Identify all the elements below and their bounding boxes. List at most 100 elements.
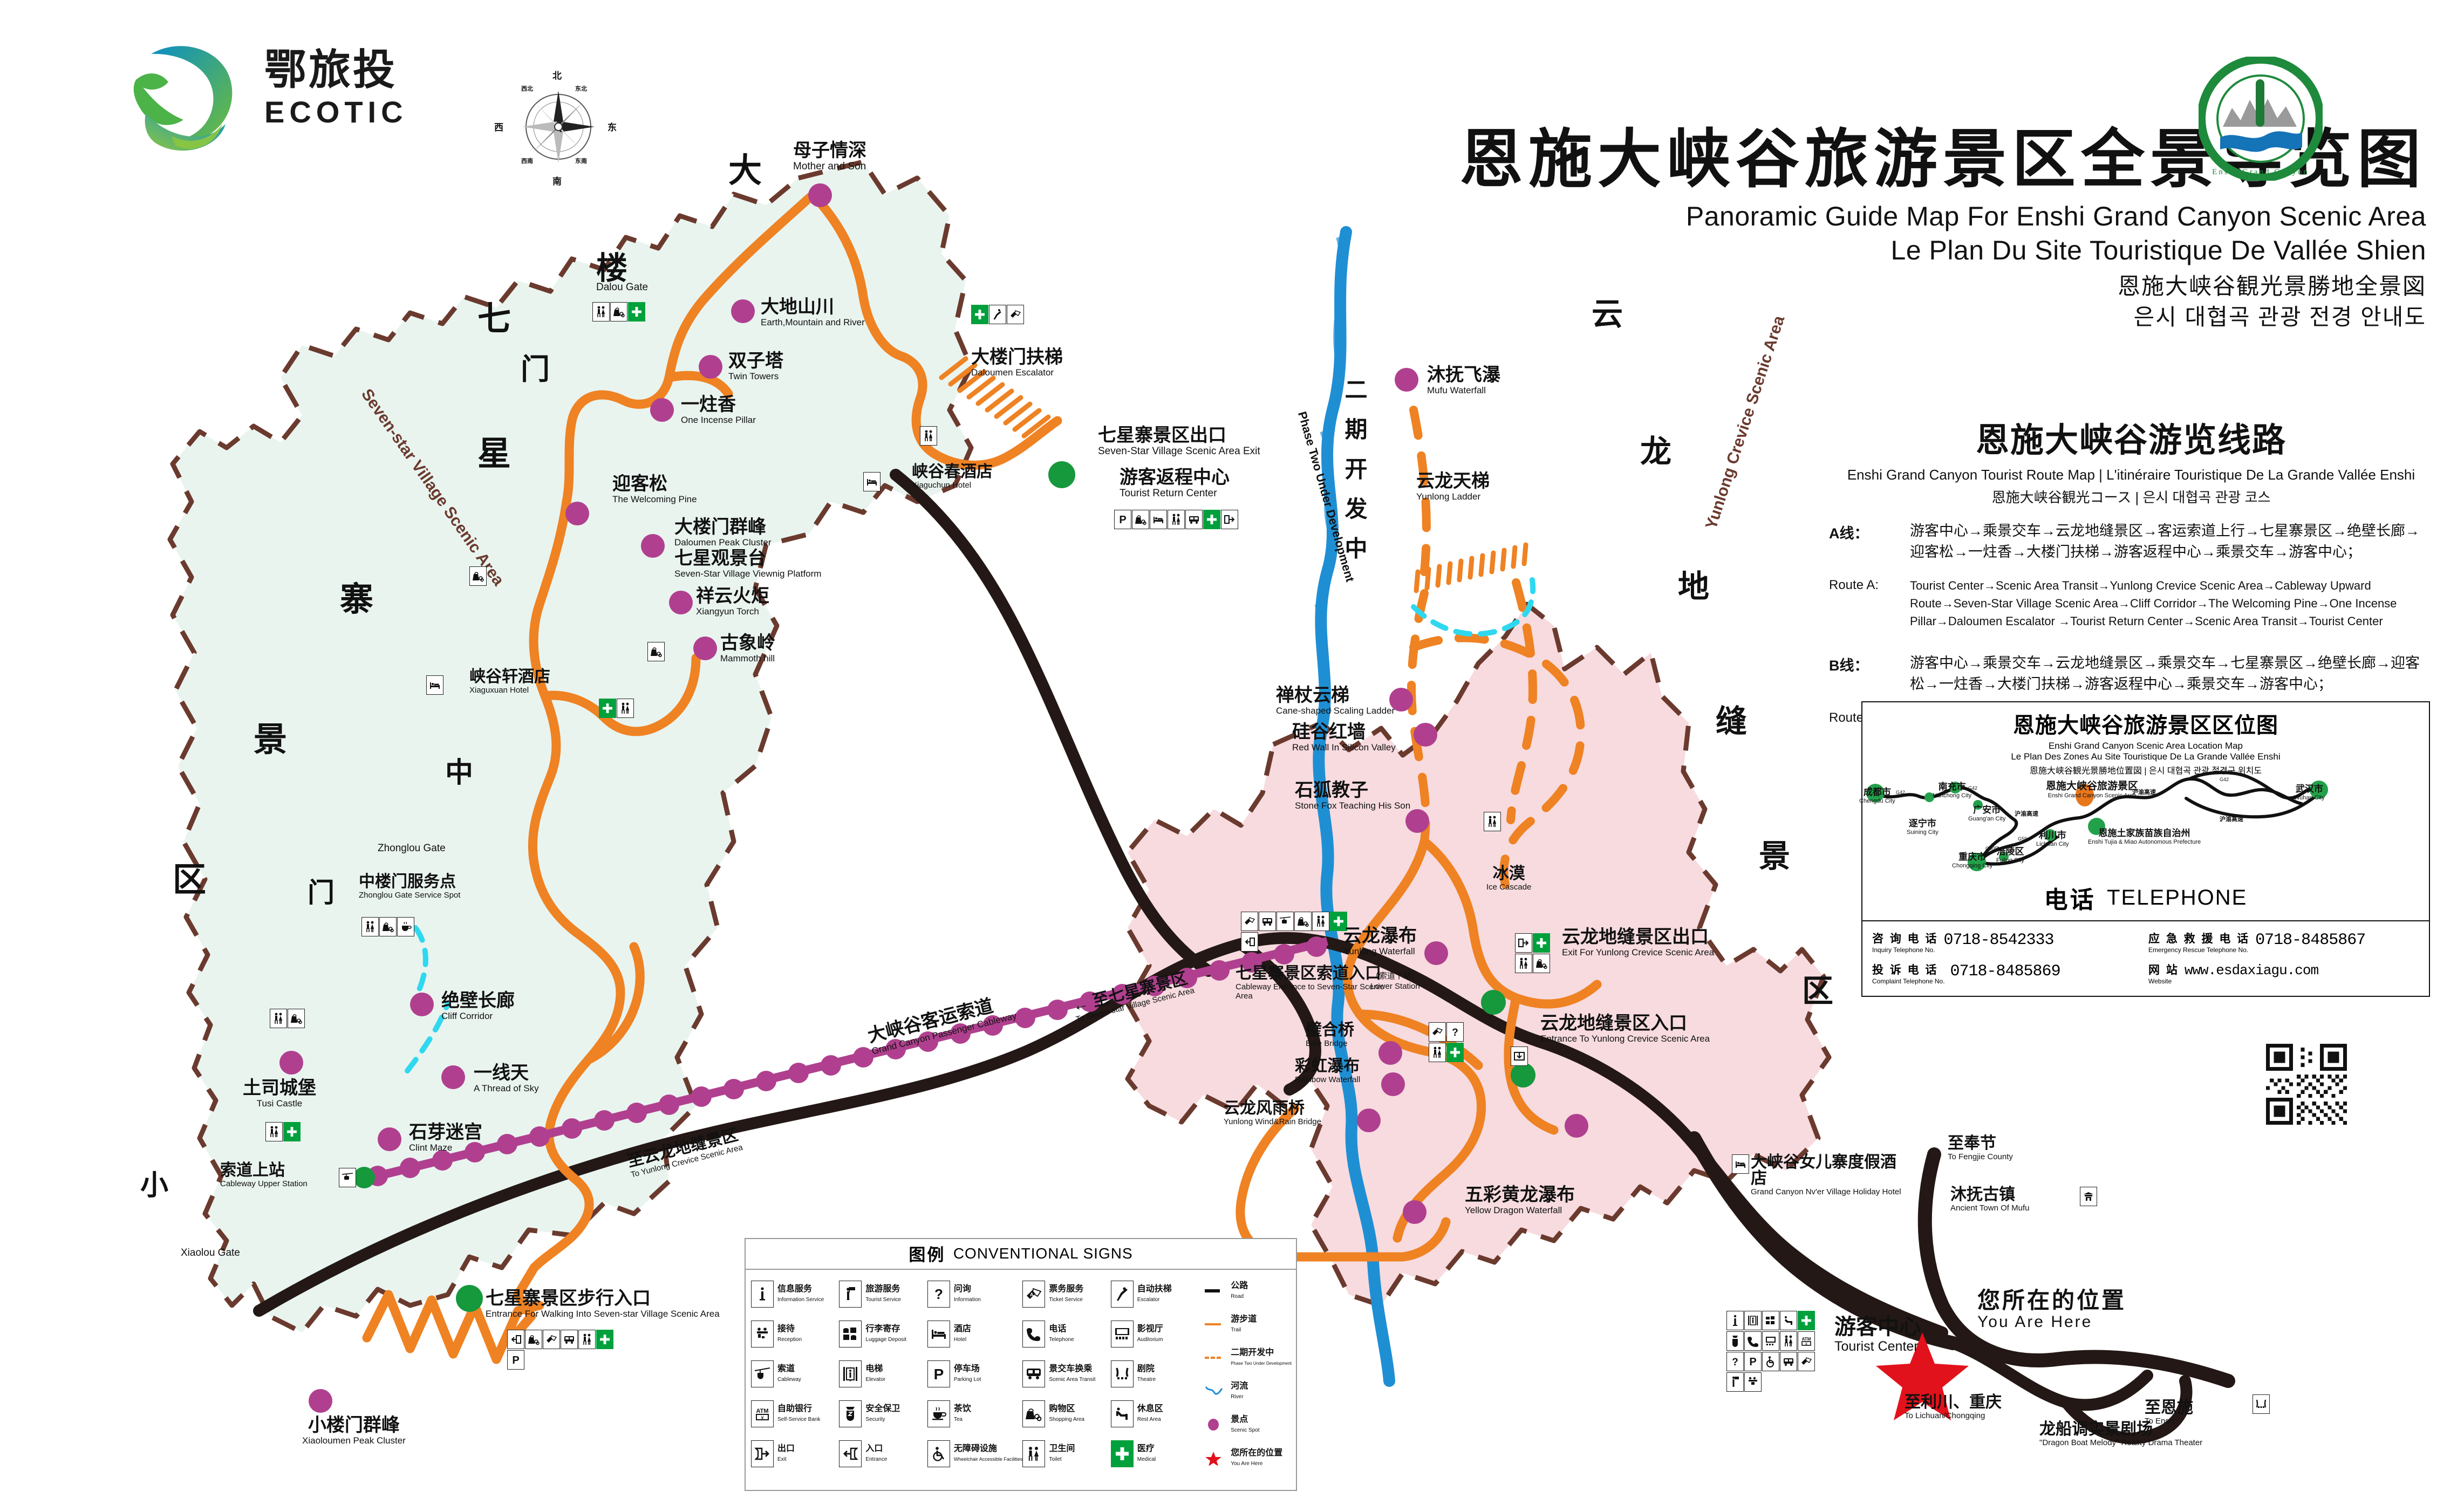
label-clint-maze: 石芽迷宫 Clint Maze — [409, 1122, 482, 1153]
loc-city-guangan — [1973, 800, 1983, 810]
spot-earth-mountain-river[interactable] — [731, 299, 755, 323]
label-a-thread-of-sky: 一线天 A Thread of Sky — [474, 1063, 539, 1093]
bus-icon — [1259, 912, 1276, 931]
label-tourist-return-center: 游客返程中心 Tourist Return Center — [1120, 467, 1230, 499]
cableway-icon — [1277, 912, 1294, 931]
loc-road-g59: G59 — [2018, 836, 2028, 842]
loc-highway-south — [1977, 836, 2058, 866]
trail-yunlong-entrance — [1504, 993, 1559, 1135]
loc-city-fuling — [1999, 852, 2009, 861]
spot-cane-scaling-ladder[interactable] — [1389, 688, 1413, 712]
spot-red-wall-silicon-valley[interactable] — [1414, 723, 1437, 747]
spot-unnamed-yunlong[interactable] — [1565, 1114, 1588, 1138]
entrance-icon — [1511, 1046, 1528, 1066]
label-yunlong-waterfall: 云龙瀑布 Yunlong Waterfall — [1343, 926, 1417, 956]
toilet-icon — [1429, 1043, 1446, 1062]
page-title-en: Panoramic Guide Map For Enshi Grand Cany… — [1685, 201, 2426, 232]
parking-icon: P — [507, 1350, 524, 1370]
chips-daloumen-escalator — [971, 305, 1025, 325]
spot-yunlong-waterfall[interactable] — [1424, 941, 1448, 965]
ecotic-logo: 鄂旅投 ECOTIC — [129, 38, 475, 162]
medical-icon — [1330, 912, 1347, 931]
loc-highway-loop — [2188, 771, 2320, 800]
area-char-yunlong-2: 龙 — [1640, 434, 1672, 469]
spot-xiangyun-torch[interactable] — [669, 591, 693, 614]
location-map-panel: 恩施大峡谷旅游景区区位图 Enshi Grand Canyon Scenic A… — [1859, 701, 2430, 876]
chips-tourist-return-center: P — [1114, 510, 1265, 530]
node-yunlong-entrance[interactable] — [1511, 1063, 1535, 1087]
label-mother-and-son: 母子情深 Mother and Son — [793, 140, 866, 172]
area-char-seven-star-4: 景 — [254, 721, 288, 758]
medical-icon — [596, 1330, 613, 1349]
spot-bihe-bridge[interactable] — [1378, 1041, 1402, 1065]
svg-text:?: ? — [1732, 1357, 1738, 1367]
route-a-key-en: Route A: — [1829, 578, 1879, 593]
chips-nver-hotel — [1732, 1154, 1750, 1175]
page-title-fr: Le Plan Du Site Touristique De Vallée Sh… — [1890, 235, 2426, 265]
shopping-icon — [288, 1009, 305, 1028]
hotel-bed-icon — [863, 472, 881, 491]
spot-yunlong-wind-rain-bridge[interactable] — [1357, 1109, 1381, 1132]
label-red-wall-silicon-valley: 硅谷红墙 Red Wall In Silicon Valley — [1292, 722, 1396, 753]
spot-one-incense-pillar[interactable] — [650, 398, 674, 422]
node-cableway-upper-station[interactable] — [353, 1167, 375, 1188]
loc-label-enshi-prefecture: 恩施土家族苗族自治州 Enshi Tujia & Miao Autonomous… — [2088, 828, 2201, 845]
theatre-icon — [2253, 1394, 2270, 1414]
spot-tusi-castle[interactable] — [279, 1051, 303, 1075]
spot-mother-and-son[interactable] — [808, 183, 832, 207]
area-char-zhonglou-2: 门 — [308, 878, 335, 908]
auditorium-icon — [1762, 1331, 1779, 1351]
loc-highway-main — [1876, 777, 2303, 863]
node-seven-star-exit[interactable] — [1048, 461, 1075, 488]
spot-a-thread-of-sky[interactable] — [441, 1065, 465, 1089]
route-panel-title: 恩施大峡谷游览线路 — [1975, 422, 2286, 459]
hotel-bed-icon — [927, 1321, 950, 1347]
spot-clint-maze[interactable] — [378, 1127, 401, 1151]
loc-city-suining — [1924, 792, 1934, 802]
svg-text:P: P — [1119, 514, 1126, 525]
spot-daloumen-peak-cluster[interactable] — [641, 534, 665, 558]
shopping-icon — [1294, 912, 1312, 931]
label-yunlong-crevice-entrance: 云龙地缝景区入口 Entrance To Yunlong Crevice Sce… — [1540, 1013, 1710, 1044]
spot-mammoth-hill[interactable] — [693, 637, 717, 660]
spot-yellow-dragon-waterfall[interactable] — [1403, 1200, 1426, 1224]
compass-rose-icon — [522, 91, 595, 163]
loc-city-wuhan — [2310, 781, 2328, 799]
qr-code[interactable] — [2266, 1044, 2347, 1125]
spot-mufu-waterfall[interactable] — [1395, 368, 1418, 392]
route-a-value-cn: 游客中心→乘景交车→云龙地缝景区→客运索道上行→七星寨景区→绝壁长廊→迎客松→一… — [1910, 523, 2420, 560]
svg-text:?: ? — [1452, 1027, 1458, 1038]
spot-stone-fox-teaching[interactable] — [1405, 809, 1429, 833]
label-yunlong-crevice-exit: 云龙地缝景区出口 Exit For Yunlong Crevice Scenic… — [1562, 927, 1715, 957]
website-url[interactable]: www.esdaxiagu.com — [2184, 962, 2319, 979]
information-service-icon — [1726, 1311, 1744, 1330]
legend-header-cn: 图例 — [909, 1246, 946, 1264]
you-are-here-star — [1876, 1332, 1969, 1420]
compass-east-label: 东 — [608, 122, 617, 133]
loc-label-chongqing: 重庆市 Chongqing City — [1952, 852, 1993, 869]
label-zhonglou-gate: Zhonglou Gate — [378, 843, 446, 854]
page-title-jp: 恩施大峡谷観光景勝地全景図 — [2117, 273, 2426, 299]
area-char-seven-star-1: 七 — [477, 300, 511, 338]
spot-welcoming-pine[interactable] — [565, 502, 589, 525]
chips-drama-theater — [2253, 1394, 2270, 1415]
route-a-en-row: Route A: Tourist Center→Scenic Area Tran… — [1829, 577, 2433, 630]
chips-ice-cascade-toilet — [1484, 812, 1501, 832]
parking-icon: P — [927, 1360, 950, 1387]
chips-dalou-gate — [592, 302, 646, 323]
spot-rainbow-waterfall[interactable] — [1381, 1072, 1405, 1096]
node-seven-star-walking-entrance[interactable] — [456, 1285, 483, 1312]
exit-icon — [751, 1440, 774, 1467]
toilet-icon — [1312, 912, 1329, 931]
node-yunlong-exit[interactable] — [1481, 990, 1506, 1015]
spot-cliff-corridor[interactable] — [410, 993, 434, 1016]
telephone-icon — [1022, 1321, 1046, 1347]
spot-xiaoloumen-peak-cluster[interactable] — [309, 1389, 332, 1413]
medical-icon — [1533, 933, 1550, 953]
spot-twin-towers[interactable] — [699, 355, 722, 379]
